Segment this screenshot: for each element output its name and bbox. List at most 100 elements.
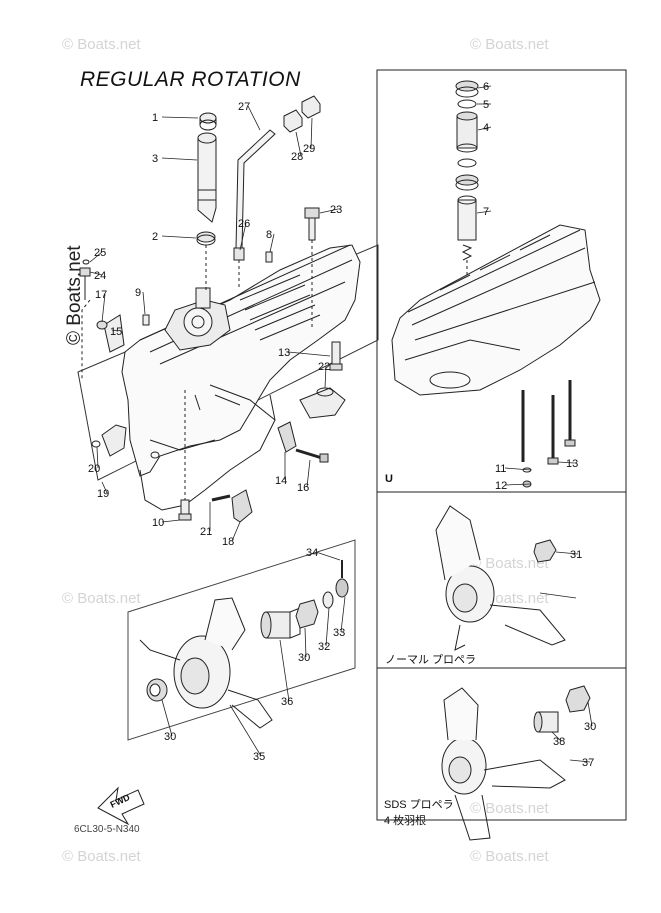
callout-leader xyxy=(295,131,302,157)
callout-leader xyxy=(229,704,262,757)
callout-number-30: 30 xyxy=(584,721,596,733)
callout-number-37: 37 xyxy=(582,757,594,769)
callout-number-26: 26 xyxy=(238,218,250,230)
callout-number-1: 1 xyxy=(152,112,158,124)
watermark: © Boats.net xyxy=(62,590,141,607)
callout-leader xyxy=(161,116,199,119)
callout-leader xyxy=(269,233,275,253)
callout-number-17: 17 xyxy=(95,289,107,301)
callout-number-30: 30 xyxy=(298,652,310,664)
callout-leader xyxy=(551,731,562,742)
callout-leader xyxy=(89,251,103,263)
callout-leader xyxy=(101,293,106,323)
callout-leader xyxy=(142,291,146,315)
callout-leader xyxy=(504,467,532,471)
callout-number-29: 29 xyxy=(303,143,315,155)
callout-number-7: 7 xyxy=(483,206,489,218)
callout-leader xyxy=(287,351,331,357)
normal-prop-label: ノーマル プロペラ xyxy=(385,654,477,666)
callout-leader xyxy=(231,521,241,542)
callout-number-28: 28 xyxy=(291,151,303,163)
callout-number-2: 2 xyxy=(152,231,158,243)
callout-number-3: 3 xyxy=(152,153,158,165)
u-extension-assembly xyxy=(391,80,601,488)
callout-leader xyxy=(247,105,261,131)
callout-leader xyxy=(557,461,575,464)
callout-number-38: 38 xyxy=(553,736,565,748)
callout-number-19: 19 xyxy=(97,488,109,500)
bolt-13 xyxy=(329,341,343,371)
callout-leader xyxy=(477,126,492,131)
panel-sds-propeller xyxy=(376,667,627,821)
plate-19 xyxy=(91,424,127,457)
water-tube-assembly xyxy=(196,112,217,290)
diagram-code: 6CL30-5-N340 xyxy=(74,824,140,835)
callout-leader xyxy=(310,117,313,149)
callout-leader xyxy=(569,759,591,763)
watermark: © Boats.net xyxy=(470,555,549,572)
callout-number-25: 25 xyxy=(94,247,106,259)
clips xyxy=(283,95,321,133)
watermark: © Boats.net xyxy=(470,36,549,53)
callout-number-9: 9 xyxy=(135,287,141,299)
callout-number-12: 12 xyxy=(495,480,507,492)
bolt-23 xyxy=(304,207,320,330)
shift-rod xyxy=(233,129,276,290)
callout-number-20: 20 xyxy=(88,463,100,475)
callout-number-14: 14 xyxy=(275,475,287,487)
callout-leader xyxy=(89,271,103,276)
callout-number-32: 32 xyxy=(318,641,330,653)
anode-18 xyxy=(211,489,253,523)
fwd-arrow-icon xyxy=(97,786,145,826)
diagram-title: REGULAR ROTATION xyxy=(80,68,301,91)
watermark: © Boats.net xyxy=(470,848,549,865)
watermark: © Boats.net xyxy=(62,36,141,53)
callout-leader xyxy=(340,596,346,633)
callout-number-16: 16 xyxy=(297,482,309,494)
callout-number-22: 22 xyxy=(318,361,330,373)
callout-leader xyxy=(239,222,247,251)
sds-blades-label: 4 枚羽根 xyxy=(384,815,427,827)
panel-normal-propeller xyxy=(376,491,627,669)
propeller-assembly xyxy=(127,539,356,741)
bolt-9 xyxy=(178,390,192,521)
callout-leader xyxy=(161,235,197,239)
callout-leader xyxy=(306,459,311,488)
callout-number-10: 10 xyxy=(152,517,164,529)
callout-leader xyxy=(161,519,181,523)
watermark: © Boats.net xyxy=(470,800,549,817)
callout-leader xyxy=(476,210,492,214)
callout-number-27: 27 xyxy=(238,101,250,113)
sds-prop-label: SDS プロペラ xyxy=(384,799,454,811)
lower-casing-main xyxy=(77,244,379,511)
sds-propeller-art xyxy=(441,685,591,841)
callout-number-23: 23 xyxy=(330,204,342,216)
callout-leader xyxy=(161,157,198,161)
callout-leader xyxy=(111,329,119,332)
callout-leader xyxy=(587,701,593,727)
trim-anode xyxy=(299,387,346,419)
callout-leader xyxy=(315,551,341,561)
callout-number-6: 6 xyxy=(483,81,489,93)
callout-number-31: 31 xyxy=(570,549,582,561)
callout-number-36: 36 xyxy=(281,696,293,708)
callout-leader xyxy=(555,551,579,555)
callout-number-34: 34 xyxy=(306,547,318,559)
callout-number-5: 5 xyxy=(483,99,489,111)
callout-leader xyxy=(161,699,173,737)
callout-leader xyxy=(279,639,290,702)
callout-leader xyxy=(319,208,339,214)
callout-number-18: 18 xyxy=(222,536,234,548)
callout-leader xyxy=(96,446,99,469)
callout-leader xyxy=(325,607,330,647)
callout-number-8: 8 xyxy=(266,229,272,241)
callout-number-24: 24 xyxy=(94,270,106,282)
watermark: © Boats.net xyxy=(62,848,141,865)
callout-number-35: 35 xyxy=(253,751,265,763)
callout-number-4: 4 xyxy=(483,122,489,134)
callout-number-11: 11 xyxy=(495,463,506,475)
bracket-14 xyxy=(277,421,329,463)
callout-leader xyxy=(324,365,327,389)
